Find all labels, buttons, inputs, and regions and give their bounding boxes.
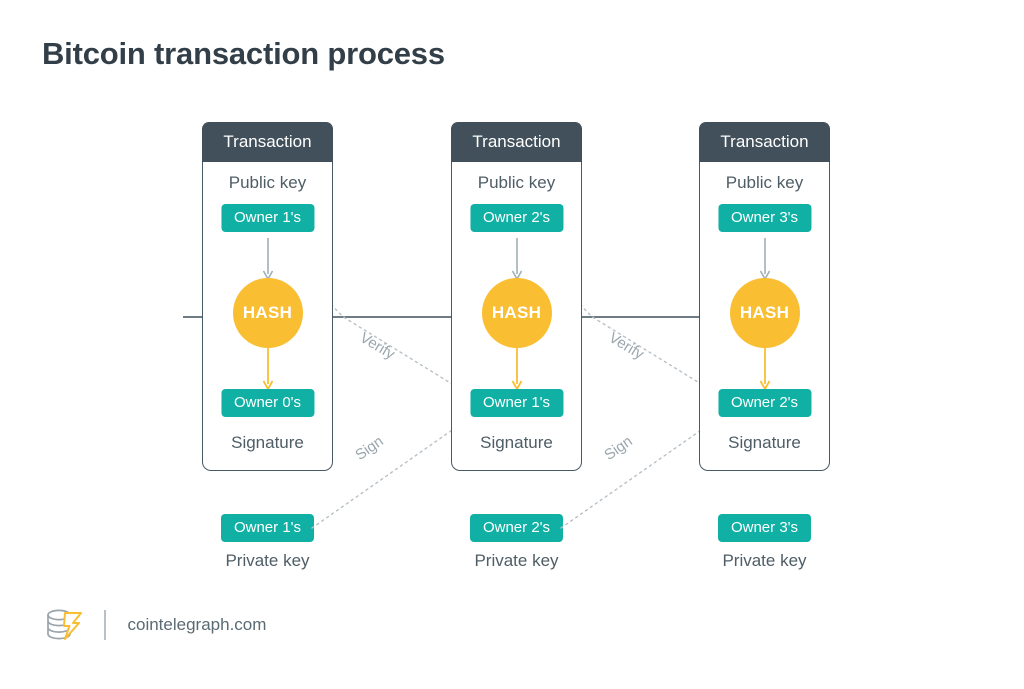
signature-label: Signature [231,433,304,452]
card-header-title: Transaction [451,122,582,162]
footer-divider [104,610,106,640]
verify-label-2: Verify [606,329,647,363]
hash-to-signature-arrow [759,348,770,391]
card-body: Public key Owner 1's HASH Owner 0's Sign… [203,162,332,470]
private-key-group-3: Owner 3's Private key [699,514,830,571]
public-key-label: Public key [228,173,307,192]
public-key-label: Public key [725,173,804,192]
transaction-card-3[interactable]: Transaction Public key Owner 3's HASH Ow… [699,122,830,471]
private-key-label: Private key [225,551,310,570]
signature-owner-badge[interactable]: Owner 0's [220,389,315,417]
private-key-owner-badge[interactable]: Owner 2's [469,514,564,542]
private-key-group-2: Owner 2's Private key [451,514,582,571]
pubkey-to-hash-arrow [262,238,273,281]
sign-label-2: Sign [601,433,635,464]
sign-label-1: Sign [352,433,386,464]
pubkey-to-hash-arrow [511,238,522,281]
cointelegraph-logo-icon [47,609,82,640]
card-body: Public key Owner 2's HASH Owner 1's Sign… [452,162,581,470]
verify-label-1: Verify [357,329,398,363]
signature-label: Signature [480,433,553,452]
hash-to-signature-arrow [262,348,273,391]
private-key-label: Private key [722,551,807,570]
hash-circle: HASH [232,278,303,348]
page-title: Bitcoin transaction process [42,36,445,71]
footer: cointelegraph.com [42,604,266,646]
card-body: Public key Owner 3's HASH Owner 2's Sign… [700,162,829,470]
pubkey-to-hash-arrow [759,238,770,281]
card-header-title: Transaction [699,122,830,162]
public-key-owner-badge[interactable]: Owner 2's [469,204,564,232]
signature-label: Signature [728,433,801,452]
transaction-card-2[interactable]: Transaction Public key Owner 2's HASH Ow… [451,122,582,471]
footer-site-label: cointelegraph.com [127,615,267,634]
private-key-owner-badge[interactable]: Owner 3's [717,514,812,542]
private-key-owner-badge[interactable]: Owner 1's [220,514,315,542]
public-key-owner-badge[interactable]: Owner 1's [220,204,315,232]
hash-to-signature-arrow [511,348,522,391]
public-key-label: Public key [477,173,556,192]
hash-circle: HASH [729,278,800,348]
signature-owner-badge[interactable]: Owner 2's [717,389,812,417]
card-header-title: Transaction [202,122,333,162]
hash-circle: HASH [481,278,552,348]
private-key-group-1: Owner 1's Private key [202,514,333,571]
private-key-label: Private key [474,551,559,570]
signature-owner-badge[interactable]: Owner 1's [469,389,564,417]
transaction-card-1[interactable]: Transaction Public key Owner 1's HASH Ow… [202,122,333,471]
public-key-owner-badge[interactable]: Owner 3's [717,204,812,232]
